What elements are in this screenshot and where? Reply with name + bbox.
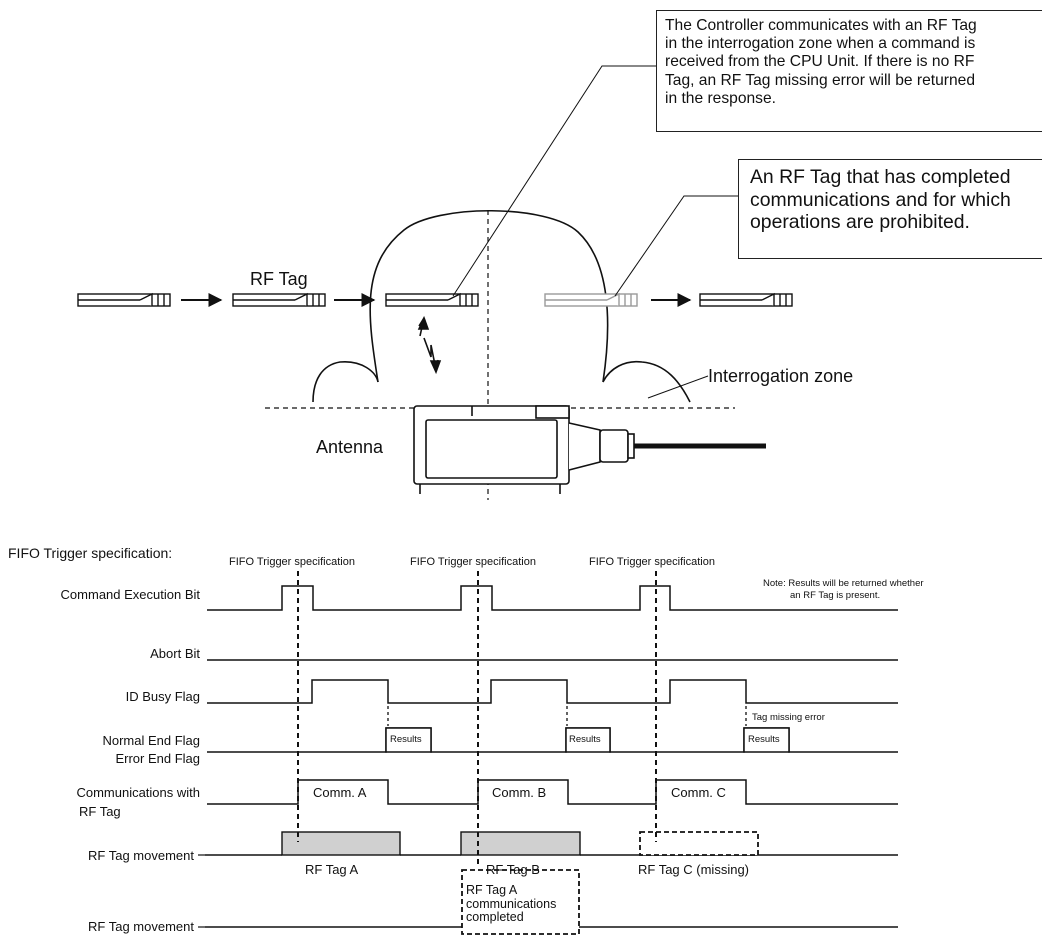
error-end-flag-label: Error End Flag (115, 751, 200, 766)
rf-tag-movement-label-2: RF Tag movement (88, 919, 194, 934)
rf-tag-illustration-2 (232, 292, 326, 307)
results-label-2: Results (569, 734, 601, 745)
results-box-3 (743, 727, 790, 753)
comm-b-label: Comm. B (492, 785, 547, 800)
note-line-2: an RF Tag is present. (790, 590, 881, 601)
communication-arrow (417, 315, 442, 375)
controller-callout: The Controller communicates with an RF T… (656, 10, 1042, 132)
comm-a-label: Comm. A (313, 785, 367, 800)
results-box-2 (565, 727, 611, 753)
note-line-1: Note: Results will be returned whether (763, 578, 924, 589)
rf-tag-b-label: RF Tag B (486, 862, 540, 877)
results-boundary-lines (387, 706, 747, 726)
results-label-3: Results (748, 734, 780, 745)
rf-tag-illustration-1 (77, 292, 171, 307)
rf-tag-a-bar (281, 831, 401, 856)
rf-tag-movement-label: RF Tag movement (88, 848, 194, 863)
results-label-1: Results (390, 734, 422, 745)
completed-tag-callout: An RF Tag that has completed communicati… (738, 159, 1042, 259)
normal-end-flag-label: Normal End Flag (102, 733, 200, 748)
fifo-section-title: FIFO Trigger specification: (8, 545, 173, 561)
completed-note-box (461, 869, 580, 935)
command-execution-bit-label: Command Execution Bit (60, 587, 200, 602)
rf-tag-illustration-3 (385, 292, 479, 307)
fifo-trigger-lines (297, 571, 657, 866)
communications-label-line2: RF Tag (79, 804, 121, 819)
rf-tag-illustration-5 (699, 292, 793, 307)
fifo-trigger-label-3: FIFO Trigger specification (589, 556, 715, 568)
fifo-trigger-label-2: FIFO Trigger specification (410, 556, 536, 568)
antenna-label: Antenna (316, 437, 384, 457)
callout-leaders (452, 65, 738, 399)
abort-bit-label: Abort Bit (150, 646, 200, 661)
rf-tag-illustration-completed (544, 292, 638, 307)
completed-note-text: RF Tag A communications completed (466, 883, 557, 924)
rf-tag-c-label: RF Tag C (missing) (638, 862, 750, 877)
rf-tag-label: RF Tag (250, 269, 308, 289)
antenna-body (413, 405, 635, 494)
fifo-trigger-label-1: FIFO Trigger specification (229, 556, 355, 568)
comm-c-label: Comm. C (671, 785, 726, 800)
interrogation-zone-label: Interrogation zone (708, 366, 854, 386)
rf-tag-a-label: RF Tag A (305, 862, 359, 877)
id-busy-flag-label: ID Busy Flag (125, 689, 200, 704)
communications-label-line1: Communications with (76, 785, 200, 800)
rf-tag-b-bar (460, 831, 581, 856)
results-box-1 (385, 727, 432, 753)
tag-missing-error-label: Tag missing error (752, 712, 825, 723)
rf-tag-c-missing-bar (639, 831, 759, 856)
